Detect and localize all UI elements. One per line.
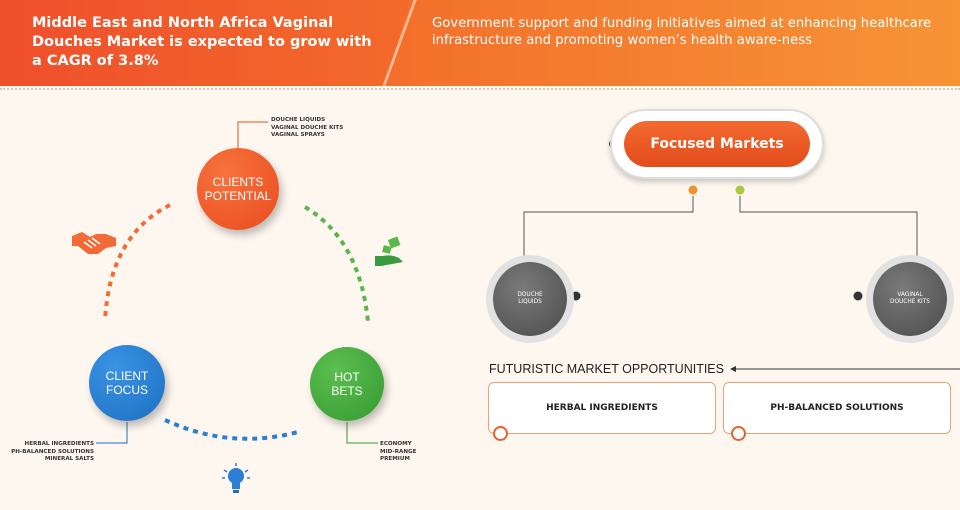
market-line1: DOUCHE [517,292,543,298]
list-item: ECONOMY [380,441,412,447]
market-line2: DOUCHE KITS [890,299,930,305]
client-focus-circle: CLIENT FOCUS [89,345,165,421]
header-left-panel [0,0,410,86]
opportunity-herbal-ingredients: HERBAL INGREDIENTS [488,382,716,434]
money-hand-icon [375,236,403,266]
hot-bets-list: ECONOMY MID-RANGE PREMIUM [380,441,416,464]
focused-markets-title: Focused Markets [624,121,810,167]
opportunity-label: HERBAL INGREDIENTS [546,403,658,413]
list-item: VAGINAL SPRAYS [271,132,325,138]
opportunity-ph-balanced: PH-BALANCED SOLUTIONS [723,382,951,434]
list-item: HERBAL INGREDIENTS [24,441,94,447]
market-line1: VAGINAL [897,292,923,298]
header-dotted-separator [0,88,960,90]
handshake-icon [72,232,116,254]
list-item: PREMIUM [380,456,410,462]
opportunity-bullet-icon [493,426,508,441]
clients-potential-list: DOUCHE LIQUIDS VAGINAL DOUCHE KITS VAGIN… [271,117,343,140]
clients-potential-circle: CLIENTS POTENTIAL [197,148,279,230]
client-focus-line2: FOCUS [106,383,148,397]
list-item: MID-RANGE [380,448,417,455]
opportunities-title: FUTURISTIC MARKET OPPORTUNITIES [489,362,724,376]
client-focus-list: HERBAL INGREDIENTS PH-BALANCED SOLUTIONS… [6,441,94,464]
market-vaginal-douche-kits: VAGINAL DOUCHE KITS [873,262,947,336]
list-item: VAGINAL DOUCHE KITS [271,124,344,131]
list-item: DOUCHE LIQUIDS [271,117,326,123]
market-ring [486,255,574,343]
opportunity-label: PH-BALANCED SOLUTIONS [770,403,904,413]
header-title: Middle East and North Africa Vaginal Dou… [32,15,372,69]
market-ring [866,255,954,343]
header-subtitle: Government support and funding initiativ… [432,16,932,48]
clients-potential-line1: CLIENTS [212,175,264,189]
clients-potential-line2: POTENTIAL [204,189,272,203]
hot-bets-line1: HOT [334,370,360,384]
client-focus-line1: CLIENT [105,369,149,383]
hot-bets-circle: HOT BETS [310,347,384,421]
market-douche-liquids: DOUCHE LIQUIDS [493,262,567,336]
market-line2: LIQUIDS [518,299,542,305]
lightbulb-icon [222,463,250,493]
list-item: PH-BALANCED SOLUTIONS [11,448,94,455]
list-item: MINERAL SALTS [44,456,94,462]
cycle-arcs [96,121,378,444]
opportunity-bullet-icon [731,426,746,441]
hot-bets-line2: BETS [331,384,363,398]
